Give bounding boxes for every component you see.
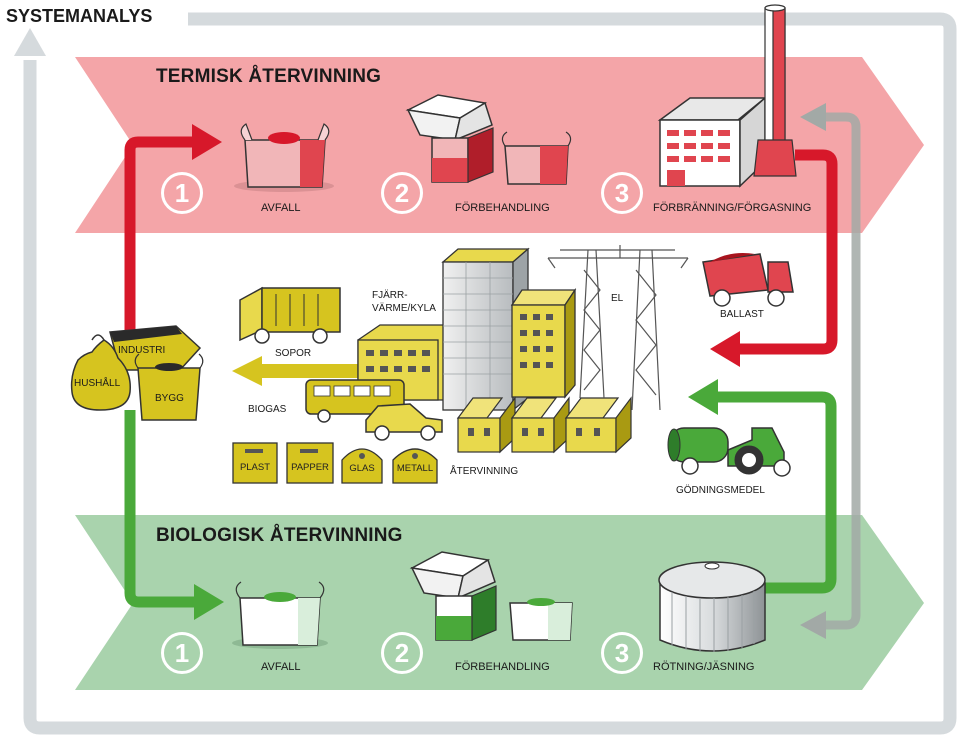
godningsmedel-label: GÖDNINGSMEDEL [676,485,765,496]
thermal-shredder-icon [405,94,572,185]
recycle-bins [232,442,438,484]
thermal-step-3-number: 3 [601,172,643,214]
hushall-bag-icon [70,334,131,411]
bio-step-1-number: 1 [161,632,203,674]
bin-label-glas: GLAS [349,463,375,474]
thermal-step-1-label: AVFALL [261,202,301,214]
power-pylon-icon [547,245,689,411]
green-arrow-left [124,410,224,620]
atervinning-label: ÅTERVINNING [450,466,519,477]
loop-arrowhead-up [14,28,46,56]
biological-heading: BIOLOGISK ÅTERVINNING [156,525,403,546]
chimney [753,4,797,177]
bio-step-1-label: AVFALL [261,661,301,673]
bio-step-2-number: 2 [381,632,423,674]
el-label: EL [611,293,624,304]
source-hushall-label: HUSHÅLL [74,378,121,389]
thermal-step-2-label: FÖRBEHANDLING [455,202,550,214]
bio-step-3-number: 3 [601,632,643,674]
ballast-label: BALLAST [720,309,764,320]
plast-bin-icon [232,442,278,484]
bio-shredder-icon [409,551,573,641]
bio-waste-bag-icon [232,581,328,649]
ballast-truck-icon [702,253,794,307]
papper-bin-icon [286,442,334,484]
glas-bin-icon [341,448,383,484]
bio-step-3-label: RÖTNING/JÄSNING [653,661,755,673]
red-arrow-right [710,149,838,367]
fjarrvarme-label-line2: VÄRME/KYLA [372,303,436,314]
bin-label-papper: PAPPER [291,462,329,473]
source-bygg-label: BYGG [155,393,184,404]
garbage-truck-icon [239,286,341,344]
thermal-step-3-label: FÖRBRÄNNING/FÖRGASNING [653,202,812,214]
gray-return-arrow [800,103,861,639]
digester-tank-icon [658,561,766,652]
bin-label-metall: METALL [396,463,434,474]
source-industri-label: INDUSTRI [118,345,166,356]
page-title: SYSTEMANALYS [6,6,153,26]
incineration-plant-icon [657,4,797,188]
car-icon [365,403,443,441]
system-loop [14,12,957,735]
thermal-waste-bag-icon [234,123,334,192]
city-buildings-icon [357,247,632,454]
red-arrow-left [124,124,222,335]
green-arrow-right [688,379,837,594]
tractor-icon [667,427,791,477]
fjarrvarme-label-line1: FJÄRR- [372,290,408,301]
sopor-arrow [232,356,362,386]
sopor-label: SOPOR [275,348,312,359]
thermal-heading: TERMISK ÅTERVINNING [156,66,382,87]
biogas-label: BIOGAS [248,404,287,415]
bygg-bag-icon [134,353,204,421]
bio-step-2-label: FÖRBEHANDLING [455,661,550,673]
bin-label-plast: PLAST [239,462,271,473]
thermal-step-1-number: 1 [161,172,203,214]
metall-bin-icon [392,448,438,484]
thermal-step-2-number: 2 [381,172,423,214]
